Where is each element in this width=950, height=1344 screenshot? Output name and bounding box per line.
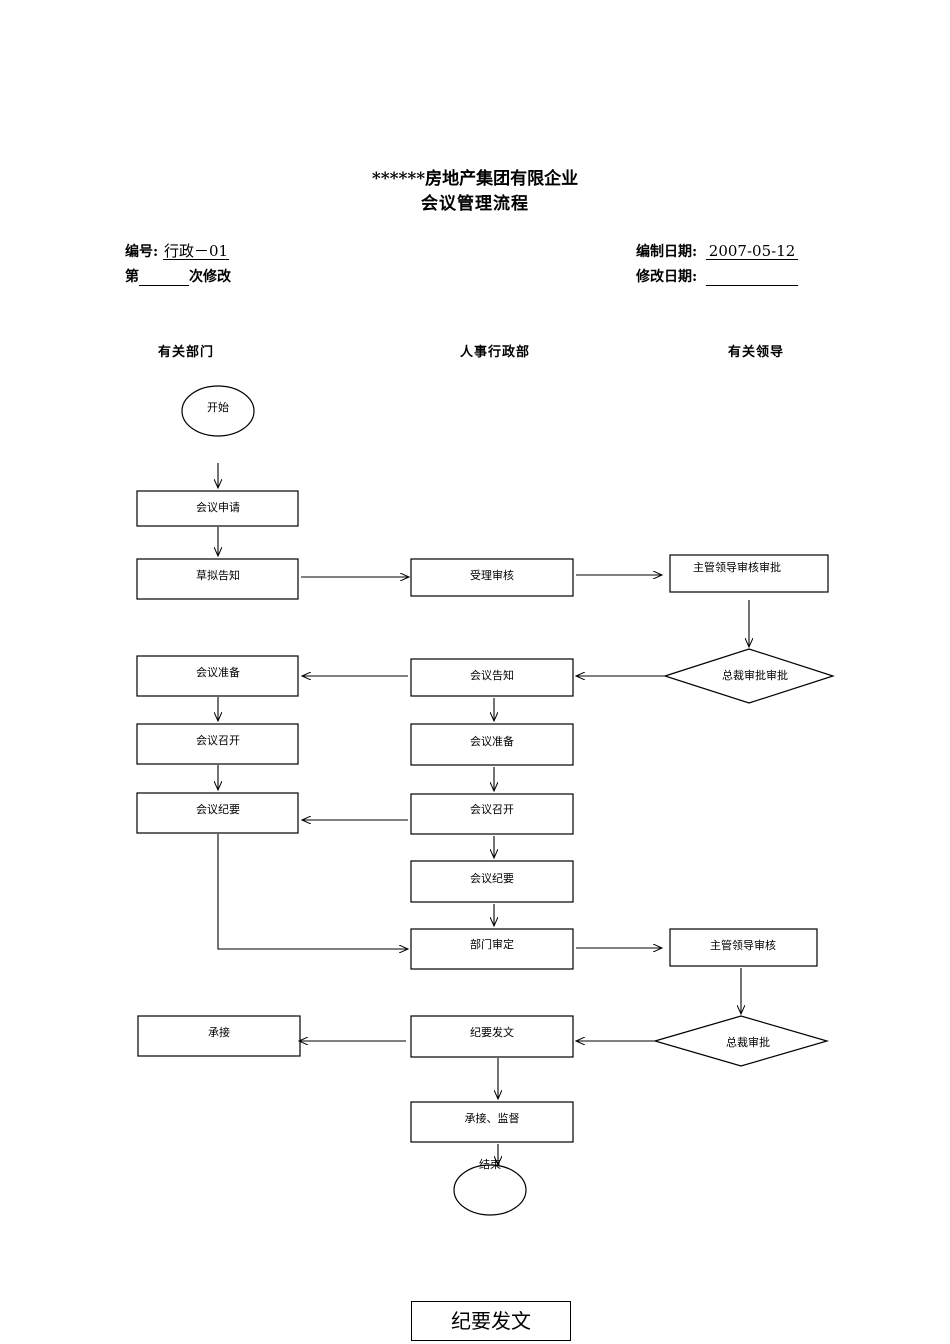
end-label: 结束 (479, 1158, 501, 1171)
revision-suffix: 次修改 (189, 269, 231, 285)
modify-date-label: 修改日期: (636, 269, 698, 285)
supervisor-review-box (669, 928, 818, 967)
revision-prefix: 第 (125, 269, 139, 285)
supervisor-review-approve-label: 主管领导审核审批 (693, 560, 781, 574)
end-node (453, 1164, 527, 1216)
hr-minutes-label: 会议纪要 (470, 872, 514, 885)
undertake-supervise-label: 承接、监督 (465, 1111, 520, 1125)
dept-convene-label: 会议召开 (196, 734, 240, 747)
minutes-issue-box (410, 1015, 574, 1058)
undertake-supervise-box (410, 1101, 574, 1143)
hr-minutes-box (410, 860, 574, 903)
minutes-issue-label: 纪要发文 (470, 1025, 514, 1039)
accept-review-label: 受理审核 (470, 568, 514, 582)
arrow-dept-minutes-to-review (217, 834, 408, 949)
supervisor-review-label: 主管领导审核 (710, 938, 776, 952)
supervisor-review-approve-box (669, 554, 829, 593)
start-node (181, 385, 255, 437)
hr-notice-box (410, 658, 574, 697)
draft-notice-box (136, 558, 299, 600)
footer-issue-box: 纪要发文 (411, 1301, 571, 1341)
president-approve-label: 总裁审批审批 (722, 668, 788, 682)
modify-date-row: 修改日期: (636, 266, 799, 286)
start-label: 开始 (207, 400, 229, 414)
code-label: 编号: (125, 244, 159, 260)
president-review-label: 总裁审批 (726, 1035, 770, 1049)
company-title: ******房地产集团有限企业 (371, 169, 579, 189)
code-row: 编号: 行政－01 (125, 241, 230, 261)
revision-row: 第 次修改 (125, 266, 231, 286)
hr-notice-label: 会议告知 (470, 668, 514, 682)
president-approve-diamond (663, 648, 835, 704)
date-label: 编制日期: (636, 244, 698, 260)
modify-date-value (706, 269, 799, 286)
draft-notice-label: 草拟告知 (196, 568, 240, 582)
hr-prepare-label: 会议准备 (470, 734, 514, 748)
hr-convene-box (410, 793, 574, 835)
lane-hr-admin: 人事行政部 (460, 345, 531, 360)
hr-prepare-box (410, 723, 574, 766)
apply-label: 会议申请 (196, 501, 240, 514)
dept-review-box (410, 928, 574, 970)
revision-value (139, 269, 189, 286)
hr-convene-label: 会议召开 (470, 803, 514, 816)
president-review-diamond (652, 1015, 830, 1067)
lane-related-leaders: 有关领导 (728, 345, 785, 360)
dept-undertake-box (137, 1015, 301, 1057)
code-value: 行政－01 (163, 242, 230, 260)
process-title: 会议管理流程 (421, 194, 529, 214)
date-row: 编制日期: 2007-05-12 (636, 241, 799, 261)
accept-review-box (410, 558, 574, 597)
apply-box (136, 490, 299, 527)
dept-prepare-box (136, 655, 299, 697)
dept-minutes-box (136, 792, 299, 834)
dept-review-label: 部门审定 (470, 937, 514, 951)
dept-undertake-label: 承接 (208, 1026, 230, 1039)
dept-minutes-label: 会议纪要 (196, 803, 240, 816)
date-value: 2007-05-12 (706, 243, 799, 260)
dept-prepare-label: 会议准备 (196, 665, 240, 679)
dept-convene-box (136, 723, 299, 765)
lane-related-departments: 有关部门 (158, 345, 215, 360)
